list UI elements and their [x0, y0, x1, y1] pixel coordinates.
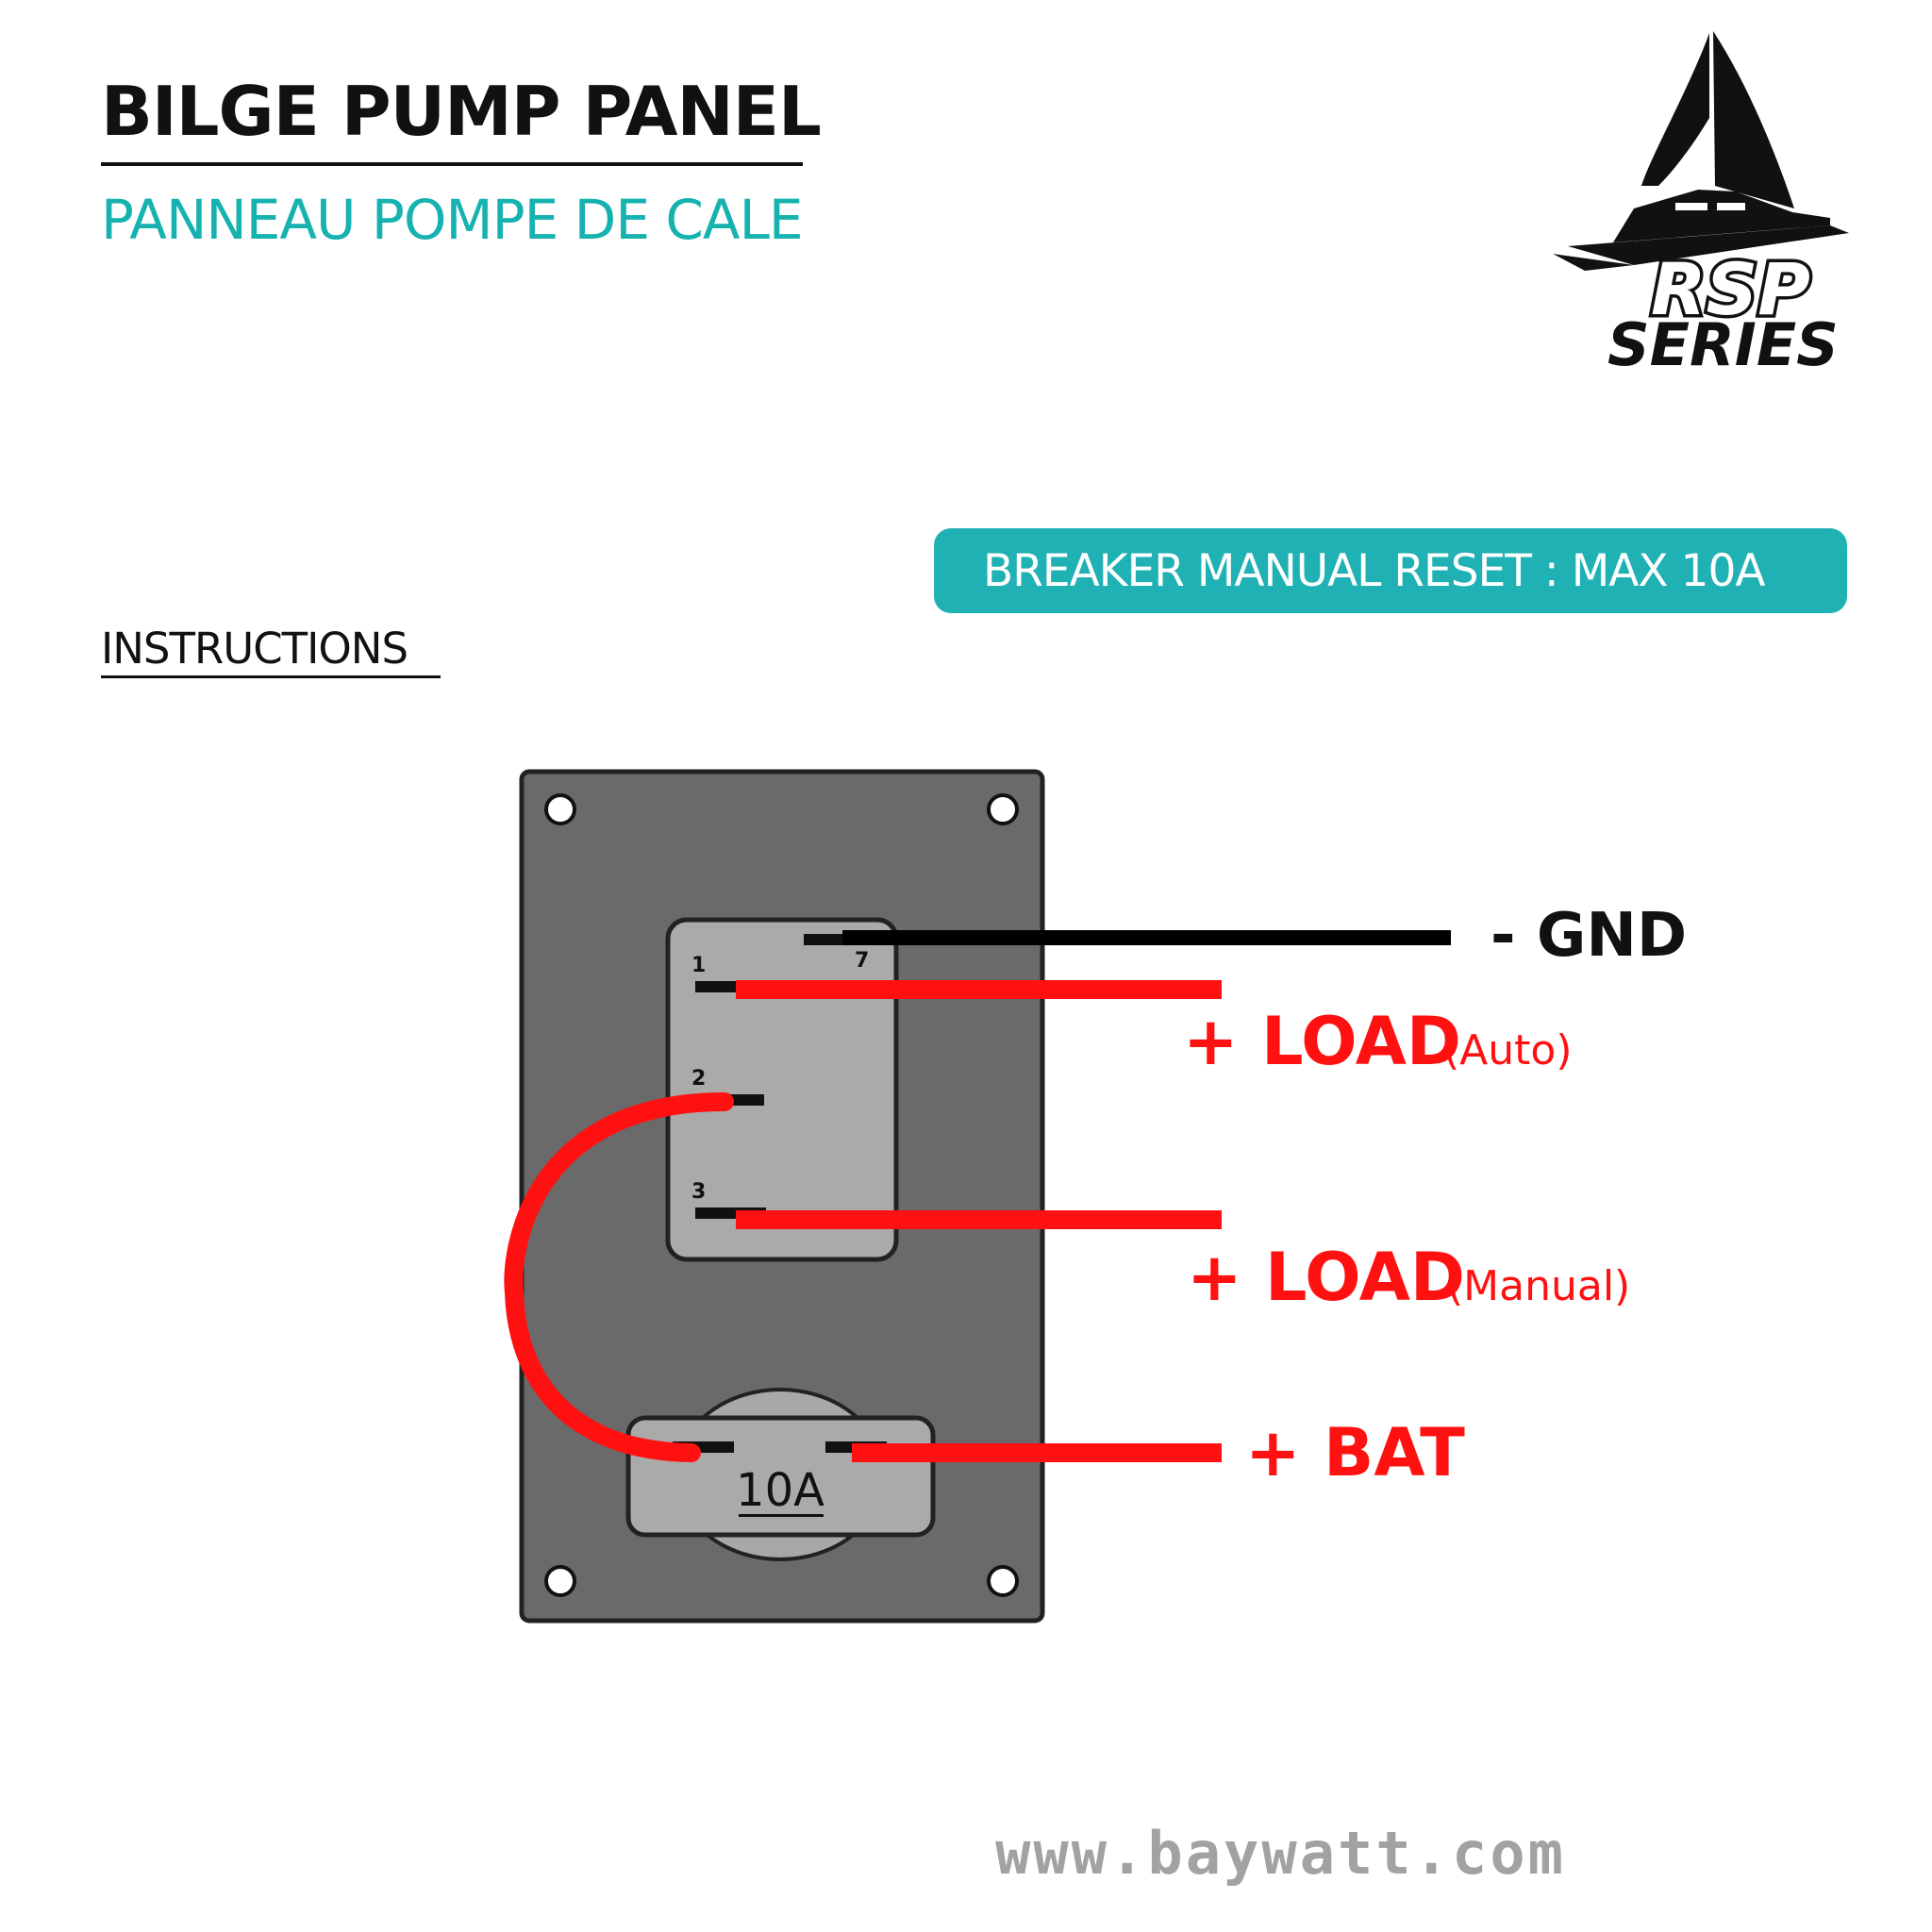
terminal-pin-2	[724, 1094, 764, 1106]
load-auto-note: (Auto)	[1443, 1026, 1573, 1074]
logo-rsp: RSP	[1651, 247, 1810, 331]
breaker-info-badge: BREAKER MANUAL RESET : MAX 10A	[934, 528, 1847, 613]
breaker-rating-underline	[739, 1514, 824, 1517]
terminal-label-3: 3	[691, 1180, 706, 1204]
terminal-label-7: 7	[855, 949, 869, 973]
instructions-heading: INSTRUCTIONS	[101, 624, 408, 674]
load-manual-label: + LOAD	[1187, 1239, 1465, 1316]
mounting-hole-top-left	[544, 793, 576, 825]
breaker-info-text: BREAKER MANUAL RESET : MAX 10A	[983, 544, 1766, 597]
bat-label: + BAT	[1245, 1414, 1465, 1491]
mounting-hole-top-right	[987, 793, 1019, 825]
terminal-label-1: 1	[691, 954, 706, 977]
gnd-label: - GND	[1491, 901, 1687, 971]
mounting-hole-bottom-right	[987, 1565, 1019, 1597]
switch-body	[665, 917, 899, 1262]
load-manual-note: (Manual)	[1447, 1262, 1630, 1310]
load-auto-label: + LOAD	[1183, 1003, 1461, 1080]
title-underline	[101, 162, 803, 166]
terminal-label-2: 2	[691, 1067, 706, 1091]
jumper-wire	[504, 1092, 734, 1462]
rsp-series-logo: RSP SERIES	[1553, 31, 1849, 379]
page-title: BILGE PUMP PANEL	[101, 72, 822, 151]
website-link[interactable]: www.baywatt.com	[995, 1819, 1566, 1888]
instructions-underline	[101, 675, 441, 678]
mounting-hole-bottom-left	[544, 1565, 576, 1597]
sailboat-icon	[1553, 31, 1849, 271]
page-subtitle: PANNEAU POMPE DE CALE	[101, 188, 804, 252]
logo-series: SERIES	[1607, 310, 1839, 379]
breaker-rating: 10A	[736, 1464, 824, 1517]
